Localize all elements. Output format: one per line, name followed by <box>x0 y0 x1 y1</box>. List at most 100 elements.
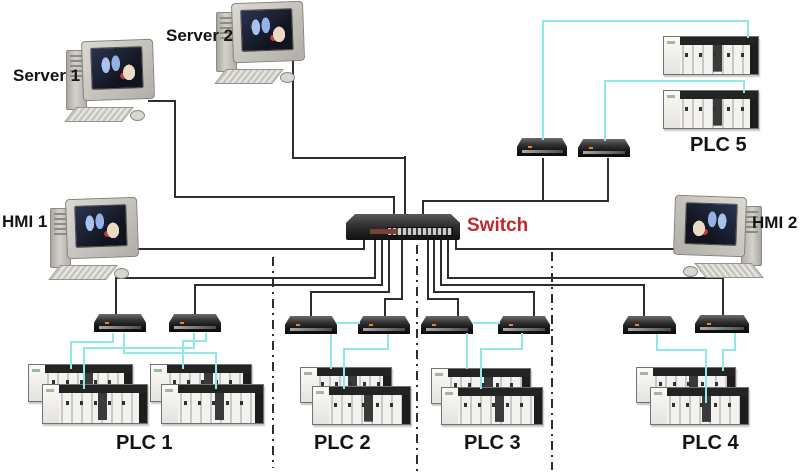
fiber-link <box>343 348 345 389</box>
label-switch: Switch <box>467 215 529 236</box>
media-converter <box>358 316 410 334</box>
plc-rack <box>42 384 148 424</box>
ethernet-link <box>393 196 395 219</box>
media-converter <box>578 139 630 157</box>
plc-rack <box>161 384 264 424</box>
fiber-link <box>215 352 217 389</box>
plc-rack <box>650 387 749 425</box>
fiber-link <box>466 333 468 369</box>
fiber-link <box>472 322 500 324</box>
fiber-link <box>343 348 389 350</box>
ethernet-link <box>457 298 459 318</box>
ethernet-link <box>381 239 383 286</box>
plc-rack <box>663 36 759 75</box>
fiber-link <box>747 20 749 38</box>
label-hmi1: HMI 1 <box>2 212 48 231</box>
keyboard <box>64 107 134 122</box>
ethernet-link <box>447 277 724 279</box>
fiber-link <box>70 341 72 369</box>
ethernet-link <box>194 284 196 317</box>
ethernet-link <box>310 291 390 293</box>
workstation-hmi1 <box>44 196 144 284</box>
keyboard <box>694 263 764 278</box>
workstation-server2 <box>210 0 310 88</box>
ethernet-link <box>427 298 459 300</box>
ethernet-link <box>433 291 535 293</box>
label-plc5: PLC 5 <box>690 134 747 156</box>
fiber-link <box>722 349 724 371</box>
keyboard <box>214 69 284 84</box>
switch-faceplate-tag <box>370 229 398 234</box>
fiber-link <box>521 333 523 349</box>
mouse <box>280 72 295 83</box>
ethernet-link <box>401 239 403 300</box>
ethernet-link <box>427 239 429 300</box>
media-converter <box>695 315 749 333</box>
monitor-screen <box>684 202 738 246</box>
media-converter <box>285 316 337 334</box>
label-plc1: PLC 1 <box>116 432 173 454</box>
ethernet-link <box>310 291 312 318</box>
ethernet-link <box>440 284 645 286</box>
keyboard <box>48 265 118 280</box>
fiber-link <box>734 333 736 350</box>
ethernet-link <box>388 239 390 293</box>
ethernet-link <box>422 200 609 202</box>
fiber-link <box>743 80 745 93</box>
mouse <box>683 266 698 277</box>
fiber-link <box>83 347 85 389</box>
ethernet-switch <box>346 214 460 240</box>
plc-rack <box>312 386 411 425</box>
fiber-link <box>722 349 736 351</box>
monitor-screen <box>240 8 294 52</box>
label-plc4: PLC 4 <box>682 432 739 454</box>
ethernet-link <box>363 240 365 250</box>
ethernet-link <box>440 239 442 286</box>
ethernet-link <box>722 277 724 317</box>
fiber-link <box>656 334 658 350</box>
fiber-link <box>123 352 217 354</box>
ethernet-link <box>455 240 457 250</box>
fiber-link <box>542 20 544 140</box>
ethernet-link <box>115 277 117 319</box>
ethernet-link <box>120 248 365 250</box>
ethernet-link <box>174 196 395 198</box>
ethernet-link <box>542 158 544 202</box>
fiber-link <box>387 334 389 349</box>
ethernet-link <box>148 100 176 102</box>
label-hmi2: HMI 2 <box>752 213 798 232</box>
fiber-link <box>83 347 195 349</box>
fiber-link <box>123 333 125 353</box>
fiber-link <box>604 80 606 141</box>
ethernet-link <box>384 298 386 318</box>
mouse <box>130 110 145 121</box>
label-server1: Server 1 <box>13 66 81 85</box>
ethernet-link <box>433 239 435 293</box>
media-converter <box>498 316 550 334</box>
ethernet-link <box>292 157 406 159</box>
workstation-server1 <box>60 38 160 126</box>
mouse <box>114 268 129 279</box>
ethernet-link <box>533 291 535 318</box>
fiber-link <box>182 340 184 369</box>
fiber-link <box>336 322 360 324</box>
label-server2: Server 2 <box>166 26 234 45</box>
label-plc3: PLC 3 <box>464 432 521 454</box>
plc-rack <box>441 387 543 425</box>
crt-monitor <box>64 196 140 260</box>
zone-divider <box>551 252 553 470</box>
ethernet-link <box>455 248 682 250</box>
fiber-link <box>70 341 114 343</box>
ethernet-link <box>384 298 403 300</box>
ethernet-link <box>422 200 424 218</box>
ethernet-link <box>447 239 449 279</box>
ethernet-link <box>404 156 406 218</box>
media-converter <box>421 316 473 334</box>
fiber-link <box>480 348 523 350</box>
plc-rack <box>663 90 759 129</box>
monitor-screen <box>74 204 128 248</box>
fiber-link <box>480 348 482 389</box>
ethernet-link <box>607 158 609 202</box>
fiber-link <box>542 20 749 22</box>
